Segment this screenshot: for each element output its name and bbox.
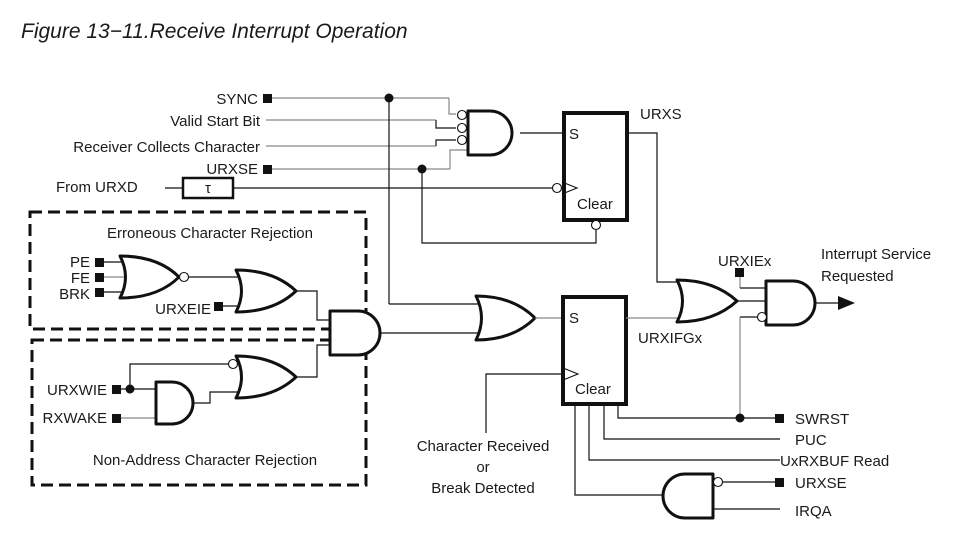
- output-or-gate: [675, 278, 739, 324]
- urxs-ff-set-label: S: [569, 126, 579, 143]
- urxifg-output-label: URXIFGx: [638, 330, 703, 347]
- interrupt-label-line1: Interrupt Service: [821, 246, 931, 263]
- receiver-collects-label: Receiver Collects Character: [73, 139, 260, 156]
- interrupt-and-gate: [756, 279, 817, 327]
- urxeie-pin-icon: [214, 302, 223, 311]
- rxwake-pin-icon: [112, 414, 121, 423]
- urxifg-ff-clear-label: Clear: [575, 381, 611, 398]
- swrst-label: SWRST: [795, 411, 849, 428]
- sync-label: SYNC: [216, 91, 258, 108]
- uxrxbuf-read-label: UxRXBUF Read: [780, 453, 889, 470]
- swrst-pin-icon: [775, 414, 784, 423]
- urxifg-flipflop: [561, 295, 628, 406]
- erroneous-group-box: [28, 210, 368, 331]
- figure-title: Figure 13−11.Receive Interrupt Operation: [21, 20, 408, 43]
- valid-start-bit-label: Valid Start Bit: [170, 113, 261, 130]
- erroneous-group-title: Erroneous Character Rejection: [107, 225, 313, 242]
- urxwie-label: URXWIE: [47, 382, 107, 399]
- clock-source-line2: or: [476, 459, 489, 476]
- clear-bubble-icon: [590, 219, 602, 231]
- clear-and-gate: [661, 472, 724, 520]
- urxs-ff-clear-label: Clear: [577, 196, 613, 213]
- fe-pin-icon: [95, 273, 104, 282]
- merge-and-gate: [328, 309, 382, 357]
- clock-triangle-icon: [561, 181, 579, 195]
- urxeie-label: URXEIE: [155, 301, 211, 318]
- output-arrow-icon: [838, 296, 855, 310]
- urxiex-label: URXIEx: [718, 253, 772, 270]
- junction-dot: [735, 413, 745, 423]
- clock-triangle-icon: [562, 367, 580, 381]
- non-address-group-box: [30, 338, 368, 487]
- urxwie-pin-icon: [112, 385, 121, 394]
- urxiex-pin-icon: [735, 268, 744, 277]
- urxifg-ff-set-label: S: [569, 310, 579, 327]
- brk-label: BRK: [59, 286, 90, 303]
- nor-gate: [118, 254, 190, 300]
- from-urxd-label: From URXD: [56, 179, 138, 196]
- non-address-group-title: Non-Address Character Rejection: [93, 452, 317, 469]
- brk-pin-icon: [95, 288, 104, 297]
- error-or-gate: [234, 268, 298, 314]
- fe-label: FE: [71, 270, 90, 287]
- wake-and-gate: [154, 380, 195, 426]
- wake-or-gate: [227, 354, 298, 400]
- urxse-bottom-label: URXSE: [795, 475, 847, 492]
- pe-label: PE: [70, 254, 90, 271]
- interrupt-label-line2: Requested: [821, 268, 894, 285]
- set-or-gate: [474, 294, 537, 342]
- clock-bubble-icon: [551, 182, 563, 194]
- junction-dot: [417, 164, 427, 174]
- sync-pin-icon: [263, 94, 272, 103]
- pe-pin-icon: [95, 258, 104, 267]
- urxse-bottom-pin-icon: [775, 478, 784, 487]
- tau-symbol: τ: [205, 180, 211, 197]
- irqa-label: IRQA: [795, 503, 832, 520]
- puc-label: PUC: [795, 432, 827, 449]
- top-and-gate: [456, 109, 514, 157]
- junction-dot: [384, 93, 394, 103]
- urxs-output-label: URXS: [640, 106, 682, 123]
- clock-source-line3: Break Detected: [431, 480, 534, 497]
- urxse-top-label: URXSE: [206, 161, 258, 178]
- clock-source-line1: Character Received: [417, 438, 550, 455]
- rxwake-label: RXWAKE: [43, 410, 107, 427]
- urxse-top-pin-icon: [263, 165, 272, 174]
